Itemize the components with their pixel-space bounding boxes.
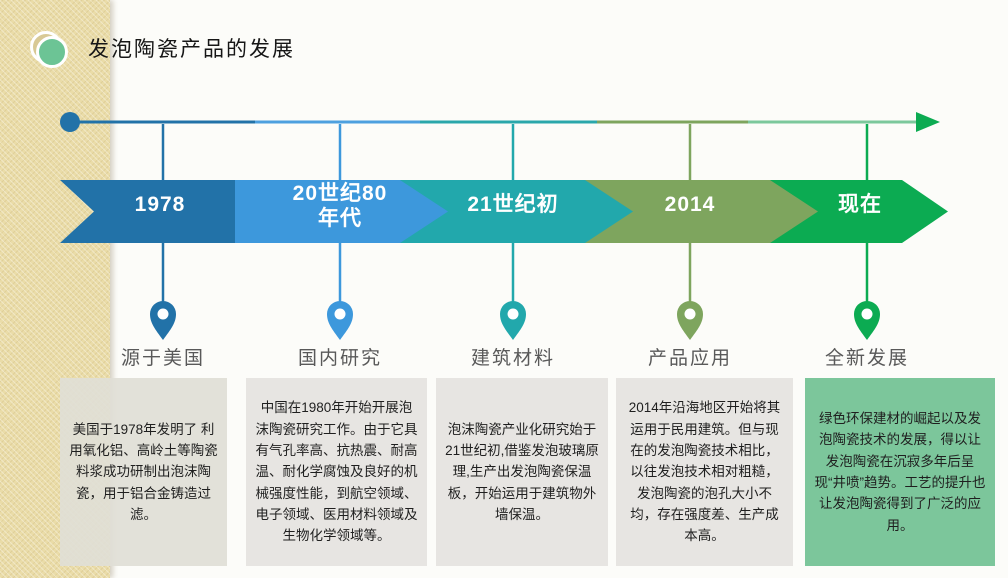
connector-top-4	[688, 124, 692, 181]
location-pin-icon-2	[327, 301, 353, 340]
stage-label-origin-usa: 源于美国	[120, 348, 205, 369]
location-pin-icon-5	[854, 301, 880, 340]
description-text: 中国在1980年开始开展泡沫陶瓷研究工作。由于它具有气孔率高、抗热震、耐高温、耐…	[255, 400, 418, 544]
connector-top-2	[338, 124, 342, 181]
period-label-2014: 2014	[664, 193, 716, 216]
title-bullet-icon	[30, 31, 68, 68]
description-box-1978: 美国于1978年发明了 利用氧化铝、高岭土等陶瓷料浆成功研制出泡沫陶瓷，用于铝合…	[60, 378, 227, 566]
description-text: 泡沫陶瓷产业化研究始于21世纪初,借鉴发泡玻璃原理,生产出发泡陶瓷保温板，开始运…	[445, 421, 599, 522]
description-text: 绿色环保建材的崛起以及发泡陶瓷技术的发展，得以让发泡陶瓷在沉寂多年后呈现“井喷”…	[814, 411, 986, 533]
axis-segment-1	[70, 120, 255, 124]
description-box-1980s: 中国在1980年开始开展泡沫陶瓷研究工作。由于它具有气孔率高、抗热震、耐高温、耐…	[246, 378, 427, 566]
description-text: 美国于1978年发明了 利用氧化铝、高岭土等陶瓷料浆成功研制出泡沫陶瓷，用于铝合…	[69, 421, 218, 522]
stage-label-product-application: 产品应用	[647, 348, 732, 369]
axis-segment-5	[748, 120, 918, 124]
connector-bottom-3	[511, 242, 515, 303]
stage-label-domestic-research: 国内研究	[297, 348, 382, 369]
chevron-1980s	[235, 180, 448, 243]
location-pin-icon-1	[150, 301, 176, 340]
description-box-21st-century: 泡沫陶瓷产业化研究始于21世纪初,借鉴发泡玻璃原理,生产出发泡陶瓷保温板，开始运…	[436, 378, 608, 566]
location-pin-icon-3	[500, 301, 526, 340]
stage-label-new-development: 全新发展	[824, 348, 909, 369]
connector-bottom-5	[865, 242, 869, 303]
chevron-1978	[60, 180, 235, 243]
period-label-1980s: 20世纪80 年代	[292, 182, 388, 231]
chevron-21st-century	[400, 180, 633, 243]
description-text: 2014年沿海地区开始将其运用于民用建筑。但与现在的发泡陶瓷技术相比，以往发泡技…	[628, 400, 781, 544]
connector-top-5	[865, 124, 869, 181]
left-texture-strip	[0, 0, 110, 578]
connector-top-3	[511, 124, 515, 181]
chevron-now	[770, 180, 948, 243]
description-box-2014: 2014年沿海地区开始将其运用于民用建筑。但与现在的发泡陶瓷技术相比，以往发泡技…	[616, 378, 793, 566]
stage-label-building-material: 建筑材料	[470, 348, 555, 369]
connector-bottom-1	[161, 242, 165, 303]
axis-segment-3	[420, 120, 597, 124]
page-title: 发泡陶瓷产品的发展	[88, 38, 295, 61]
description-box-now: 绿色环保建材的崛起以及发泡陶瓷技术的发展，得以让发泡陶瓷在沉寂多年后呈现“井喷”…	[805, 378, 995, 566]
connector-bottom-4	[688, 242, 692, 303]
period-label-now: 现在	[838, 193, 882, 216]
axis-start-dot	[60, 112, 80, 132]
chevron-2014	[585, 180, 818, 243]
period-label-21st-century: 21世纪初	[467, 193, 559, 216]
period-label-1978: 1978	[134, 193, 186, 216]
axis-segment-4	[597, 120, 748, 124]
connector-bottom-2	[338, 242, 342, 303]
axis-segment-2	[255, 120, 420, 124]
connector-top-1	[161, 124, 165, 181]
axis-arrow-icon	[916, 112, 940, 132]
location-pin-icon-4	[677, 301, 703, 340]
